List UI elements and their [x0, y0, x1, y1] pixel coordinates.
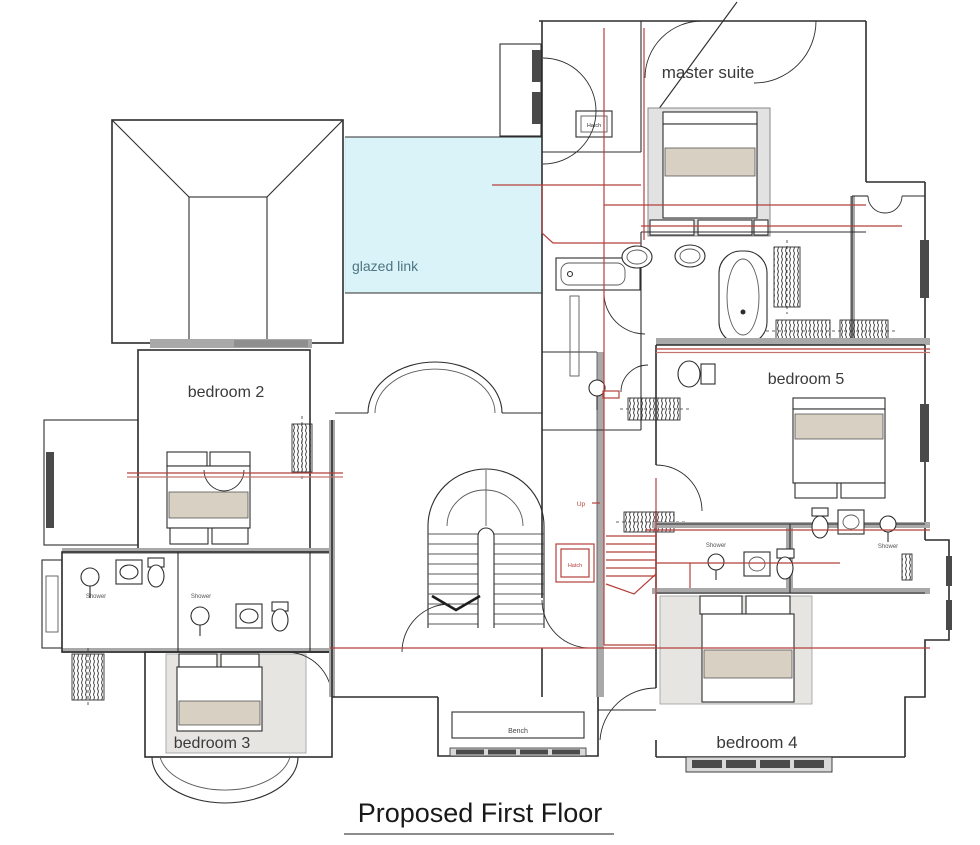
toilet [700, 363, 716, 385]
bench-label: Bench [508, 728, 528, 735]
central-hall: Bench [329, 21, 692, 757]
door-arc [541, 599, 591, 649]
arch-outer [367, 361, 503, 414]
radiator [901, 553, 913, 581]
window [46, 452, 54, 528]
door-arc [753, 20, 817, 84]
window-seat [234, 340, 308, 347]
door-arc [655, 464, 703, 512]
bed [792, 397, 886, 499]
bench [451, 711, 585, 739]
bed [699, 595, 795, 703]
master-bathroom [542, 231, 898, 431]
window [946, 600, 952, 630]
shower-head [190, 606, 210, 626]
window [920, 240, 929, 298]
door-arc [867, 195, 903, 214]
window [946, 556, 952, 586]
chimney [41, 559, 63, 649]
glazed-link-area: glazed link [344, 136, 543, 294]
north-wing: Hatch master suite [499, 1, 929, 540]
sink [674, 244, 706, 268]
bedroom-3: bedroom 3 [41, 559, 333, 804]
sink [621, 245, 653, 269]
proposed-hall-outline [541, 185, 641, 244]
freestanding-tub [718, 250, 768, 345]
bedroom-4-label: bedroom 4 [716, 733, 797, 752]
shower-room-left: Shower [80, 557, 165, 600]
title-text: Proposed First Floor [358, 798, 603, 828]
shower-room-mid: Shower [190, 594, 289, 636]
stair-newel [477, 527, 495, 628]
shower-label: Shower [878, 544, 898, 550]
vault-roof-outline [111, 119, 344, 348]
bed [647, 107, 771, 237]
bedroom-3-label: bedroom 3 [174, 735, 251, 752]
master-suite: master suite [644, 1, 817, 237]
shower-rooms-west: Shower Shower [61, 548, 331, 653]
east-wing: bedroom 5 Shower [599, 338, 952, 773]
bed [176, 653, 263, 732]
shower-head [80, 567, 100, 587]
stair-direction-arrow [431, 594, 481, 612]
drawing-title: Proposed First Floor [344, 798, 614, 835]
window [532, 92, 541, 124]
ensuite-right: Shower [811, 507, 913, 581]
proposed-works-overlay: Hatch Up [127, 28, 930, 649]
window [920, 404, 929, 462]
main-staircase [427, 468, 545, 628]
hatch-label-red: Hatch [568, 563, 582, 569]
door-arc [603, 292, 646, 335]
stair-treads [428, 533, 544, 625]
shower-label: Shower [191, 594, 211, 600]
bedroom-4: bedroom 4 [599, 595, 905, 773]
proposed-note-mark [602, 390, 620, 399]
shower-rail [569, 295, 580, 377]
door-arc [620, 364, 649, 393]
bed [166, 451, 251, 545]
shower-label: Shower [86, 594, 106, 600]
radiator [627, 397, 681, 421]
glazed-link-fill [344, 136, 543, 294]
door-arc [401, 603, 451, 653]
bedroom-5: bedroom 5 [655, 371, 886, 512]
window-band [449, 747, 587, 757]
bay-window-outer [151, 756, 299, 804]
door-arc [599, 687, 657, 741]
west-wing: bedroom 2 Shower [41, 119, 344, 804]
ensuite-left: Shower [706, 543, 795, 580]
side-bay [43, 419, 139, 546]
glazed-link-label: glazed link [352, 258, 419, 274]
bay-window-inner [159, 756, 291, 791]
hatch-box [575, 110, 613, 138]
proposed-stair-treads [606, 535, 656, 577]
bench-bay: Bench [332, 696, 599, 757]
door-arc [542, 57, 597, 112]
bedroom-2-label: bedroom 2 [188, 384, 265, 401]
proposed-staircase [604, 478, 657, 646]
master-hallway: Hatch [542, 21, 642, 165]
proposed-hatch: Hatch [555, 543, 595, 583]
arch-inner [374, 368, 496, 414]
shower-label: Shower [706, 543, 726, 549]
proposed-stair-winders [605, 573, 657, 595]
leader-line [657, 1, 738, 111]
window [532, 50, 541, 82]
window-bay [499, 43, 542, 137]
bedroom-5-label: bedroom 5 [768, 371, 845, 388]
bedroom-2: bedroom 2 [43, 349, 313, 553]
door-arc [542, 110, 597, 165]
door-arc [644, 20, 703, 79]
up-label: Up [577, 501, 586, 508]
sink [743, 551, 771, 577]
toilet [811, 507, 829, 517]
shower-head [707, 553, 725, 571]
ensuite-row: Shower Shower [652, 507, 930, 594]
master-suite-label: master suite [662, 63, 755, 82]
